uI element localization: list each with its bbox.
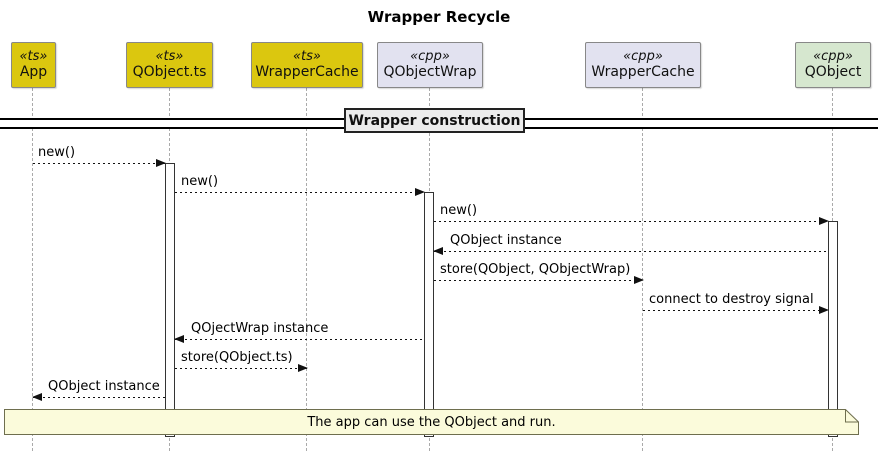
participant-qobjectts: «ts» QObject.ts [126,42,213,88]
participant-wrappercache-cpp: «cpp» WrapperCache [585,42,701,88]
participant-qobject: «cpp» QObject [795,42,871,88]
arrowhead-right-icon [298,364,308,372]
arrowhead-left-icon [32,393,42,401]
message-label: store(QObject.ts) [181,350,293,365]
message-line [434,276,644,284]
stereotype-label: «ts» [155,49,184,64]
stereotype-label: «cpp» [623,49,663,64]
arrowhead-right-icon [634,276,644,284]
message-label: new() [440,203,478,218]
arrowhead-right-icon [819,306,829,314]
note: The app can use the QObject and run. [4,409,859,435]
message-line [33,159,166,167]
participant-name: QObjectWrap [383,64,477,80]
participant-name: QObject [804,64,862,80]
stereotype-label: «ts» [293,49,321,64]
arrowhead-left-icon [174,335,184,343]
note-text: The app can use the QObject and run. [307,414,556,430]
divider-label-box: Wrapper construction [344,108,525,133]
lifeline-wrappercache-ts [306,88,307,451]
note-shape [4,409,859,435]
arrowhead-left-icon [433,247,443,255]
divider-label: Wrapper construction [348,112,521,129]
lifeline-app [32,88,33,451]
note-fold-icon [845,409,859,423]
participant-qobjectwrap: «cpp» QObjectWrap [377,42,483,88]
arrowhead-right-icon [156,159,166,167]
participant-name: App [19,64,48,80]
message-label: QObject instance [450,233,562,248]
message-line [433,247,828,255]
message-line [174,335,424,343]
message-label: connect to destroy signal [649,292,814,307]
message-line [434,217,829,225]
lifeline-wrappercache-cpp [642,88,643,451]
activation-qobjectts [165,163,175,437]
message-line [32,393,165,401]
message-line [175,364,308,372]
activation-qobject [828,221,838,437]
activation-qobjectwrap [424,192,434,437]
message-label: new() [181,174,219,189]
arrowhead-right-icon [415,188,425,196]
participant-app: «ts» App [11,42,56,88]
stereotype-label: «ts» [19,49,48,64]
message-label: new() [38,145,76,160]
arrowhead-right-icon [819,217,829,225]
stereotype-label: «cpp» [813,49,853,64]
participant-name: QObject.ts [132,64,207,80]
message-line [175,188,425,196]
stereotype-label: «cpp» [410,49,450,64]
message-label: QOjectWrap instance [191,321,329,336]
message-line [643,306,829,314]
message-label: QObject instance [48,379,160,394]
diagram-title: Wrapper Recycle [367,8,511,26]
participant-wrappercache-ts: «ts» WrapperCache [251,42,363,88]
participant-name: WrapperCache [255,64,359,80]
message-label: store(QObject, QObjectWrap) [440,262,631,277]
participant-name: WrapperCache [591,64,695,80]
